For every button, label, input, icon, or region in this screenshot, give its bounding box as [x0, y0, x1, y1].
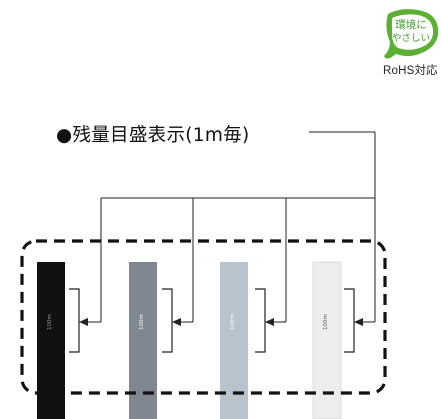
leader-lines: [100, 131, 376, 322]
scale-brackets: [69, 288, 355, 353]
rohs-label: RoHS対応: [383, 65, 438, 77]
arrow-icons: [79, 318, 363, 326]
eco-badge-line1: 環境に: [395, 18, 427, 31]
cable-2: [129, 262, 157, 419]
caption-remaining-scale: ●残量目盛表示(1m毎): [56, 125, 250, 146]
cable-1: [37, 262, 65, 419]
cable-marking-2: 100m: [139, 314, 145, 330]
highlight-dashed-frame: [20, 239, 387, 395]
cable-4: [312, 261, 342, 419]
eco-badge-line2: やさしい: [392, 33, 430, 44]
cable-marking-1: 100m: [47, 314, 53, 330]
cable-3: [220, 262, 248, 419]
cable-marking-3: 100m: [230, 314, 236, 330]
cable-marking-4: 100m: [323, 314, 329, 330]
eco-friendly-badge: 環境に やさしい: [384, 9, 439, 59]
